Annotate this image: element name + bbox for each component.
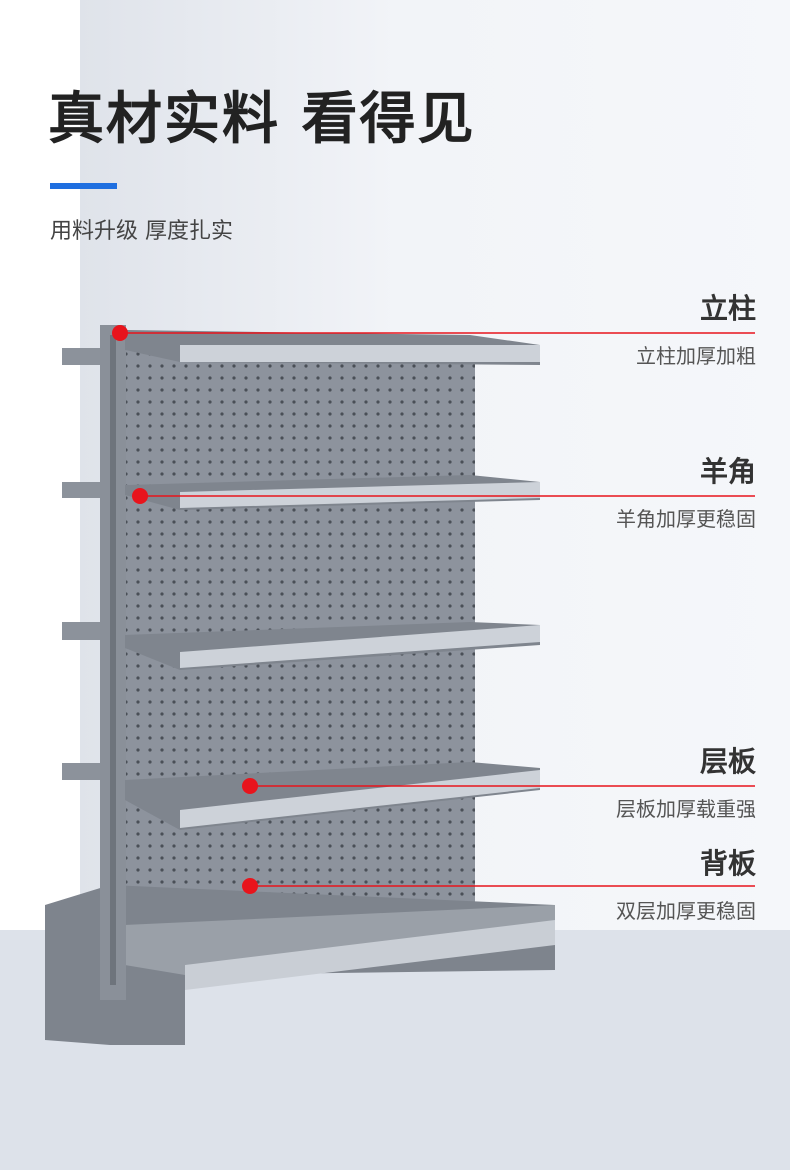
feature-title-bracket: 羊角 (699, 455, 756, 488)
feature-title-back-panel: 背板 (699, 847, 756, 880)
feature-title-shelf-board: 层板 (699, 745, 756, 778)
feature-desc-shelf-board: 层板加厚载重强 (616, 797, 756, 821)
feature-desc-back-panel: 双层加厚更稳固 (616, 899, 756, 923)
feature-desc-bracket: 羊角加厚更稳固 (616, 507, 756, 531)
title-accent-bar (50, 183, 117, 189)
page-title: 真材实料 看得见 (48, 87, 476, 152)
callout-markers (112, 325, 258, 894)
page-subtitle: 用料升级 厚度扎实 (50, 219, 233, 244)
feature-title-column: 立柱 (699, 292, 756, 325)
shelf-boards (125, 330, 540, 830)
callout-lines (120, 332, 755, 887)
side-arms (62, 348, 108, 780)
feature-desc-column: 立柱加厚加粗 (636, 344, 756, 368)
